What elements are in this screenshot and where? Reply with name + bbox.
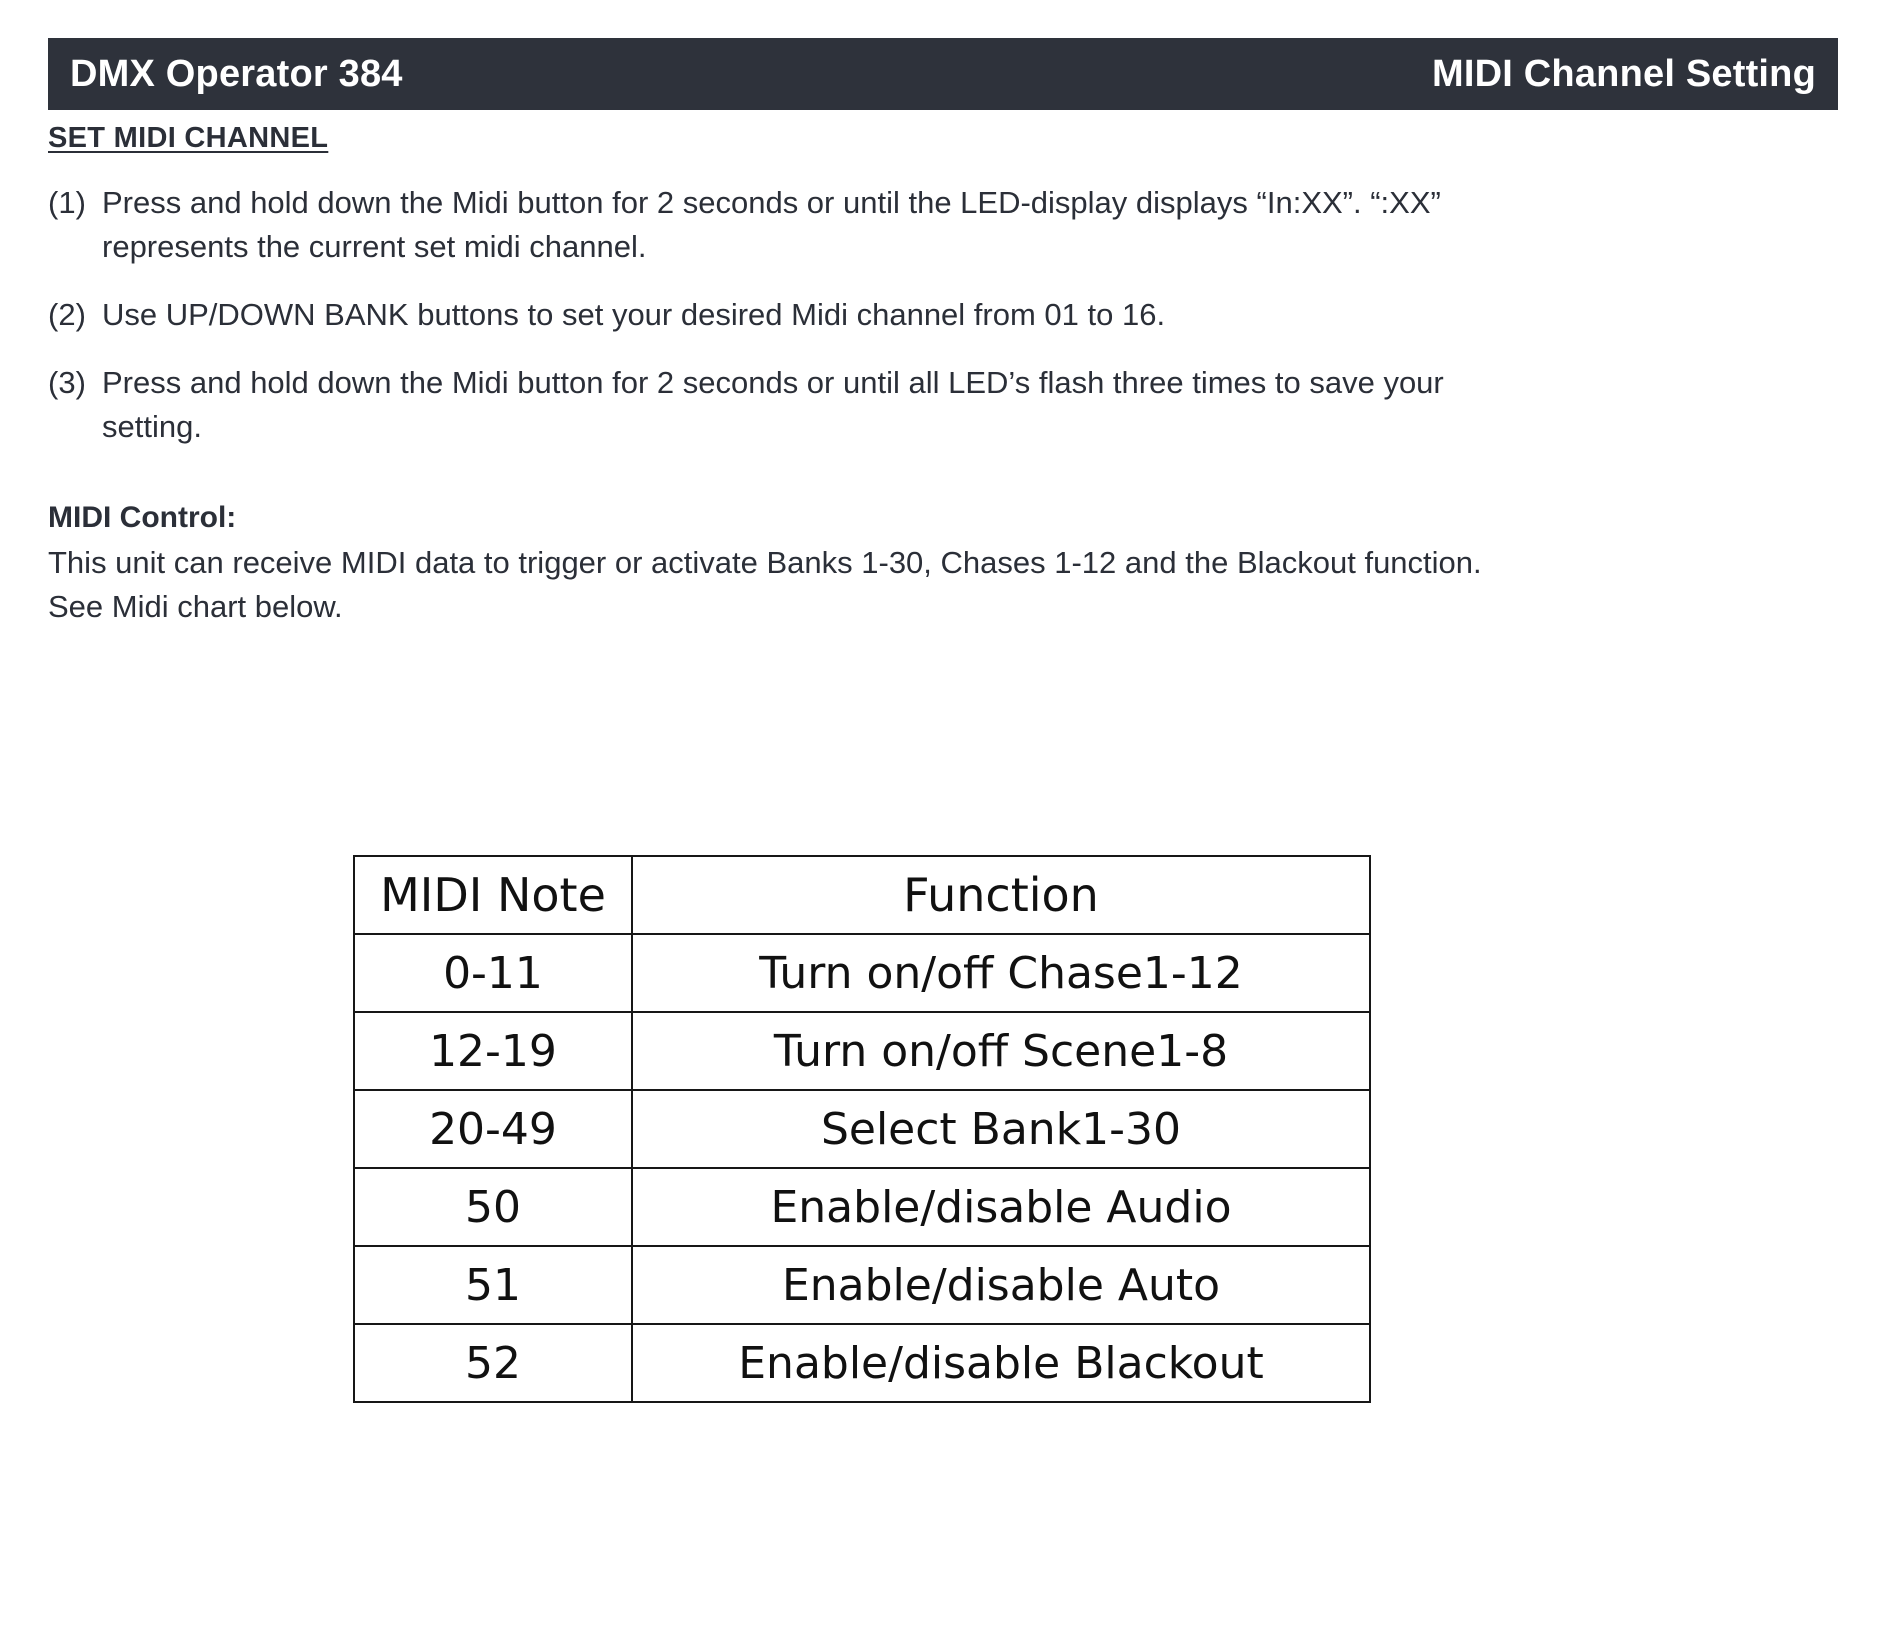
cell-midi-note: 52 [353, 1323, 633, 1403]
step-2-marker: (2) [48, 297, 86, 333]
product-title: DMX Operator 384 [70, 53, 403, 95]
cell-function: Enable/disable Blackout [631, 1323, 1371, 1403]
cell-function: Enable/disable Auto [631, 1245, 1371, 1325]
page-section-title: MIDI Channel Setting [1432, 53, 1816, 95]
cell-function: Turn on/off Chase1-12 [631, 933, 1371, 1013]
instruction-step-3: (3) Press and hold down the Midi button … [48, 361, 1542, 449]
cell-midi-note: 51 [353, 1245, 633, 1325]
cell-function: Select Bank1-30 [631, 1089, 1371, 1169]
column-header-function: Function [631, 855, 1371, 935]
step-2-text: Use UP/DOWN BANK buttons to set your des… [102, 297, 1166, 333]
step-1-marker: (1) [48, 185, 86, 220]
table-header-row: MIDI Note Function [353, 855, 1371, 935]
table-row: 20-49 Select Bank1-30 [353, 1089, 1371, 1169]
cell-midi-note: 20-49 [353, 1089, 633, 1169]
cell-midi-note: 50 [353, 1167, 633, 1247]
step-1-text: Press and hold down the Midi button for … [102, 185, 1441, 265]
midi-control-heading: MIDI Control: [48, 501, 237, 535]
step-3-text: Press and hold down the Midi button for … [102, 365, 1444, 445]
table-row: 0-11 Turn on/off Chase1-12 [353, 933, 1371, 1013]
table-row: 52 Enable/disable Blackout [353, 1323, 1371, 1403]
instruction-step-2: (2) Use UP/DOWN BANK buttons to set your… [48, 293, 1542, 337]
cell-function: Enable/disable Audio [631, 1167, 1371, 1247]
table-row: 50 Enable/disable Audio [353, 1167, 1371, 1247]
cell-midi-note: 12-19 [353, 1011, 633, 1091]
table-row: 51 Enable/disable Auto [353, 1245, 1371, 1325]
midi-control-paragraph: This unit can receive MIDI data to trigg… [48, 545, 1482, 625]
column-header-midi-note: MIDI Note [353, 855, 633, 935]
table-body: 0-11 Turn on/off Chase1-12 12-19 Turn on… [353, 933, 1371, 1403]
document-content: SET MIDI CHANNEL (1) Press and hold down… [48, 122, 1848, 629]
instruction-step-1: (1) Press and hold down the Midi button … [48, 181, 1542, 269]
page-header-bar: DMX Operator 384 MIDI Channel Setting [48, 38, 1838, 110]
step-3-marker: (3) [48, 365, 86, 401]
midi-chart-container: MIDI Note Function 0-11 Turn on/off Chas… [353, 855, 1371, 1403]
table-row: 12-19 Turn on/off Scene1-8 [353, 1011, 1371, 1091]
cell-function: Turn on/off Scene1-8 [631, 1011, 1371, 1091]
midi-note-function-table: MIDI Note Function 0-11 Turn on/off Chas… [353, 855, 1371, 1403]
cell-midi-note: 0-11 [353, 933, 633, 1013]
set-midi-channel-heading: SET MIDI CHANNEL [48, 122, 329, 154]
table-header: MIDI Note Function [353, 855, 1371, 935]
